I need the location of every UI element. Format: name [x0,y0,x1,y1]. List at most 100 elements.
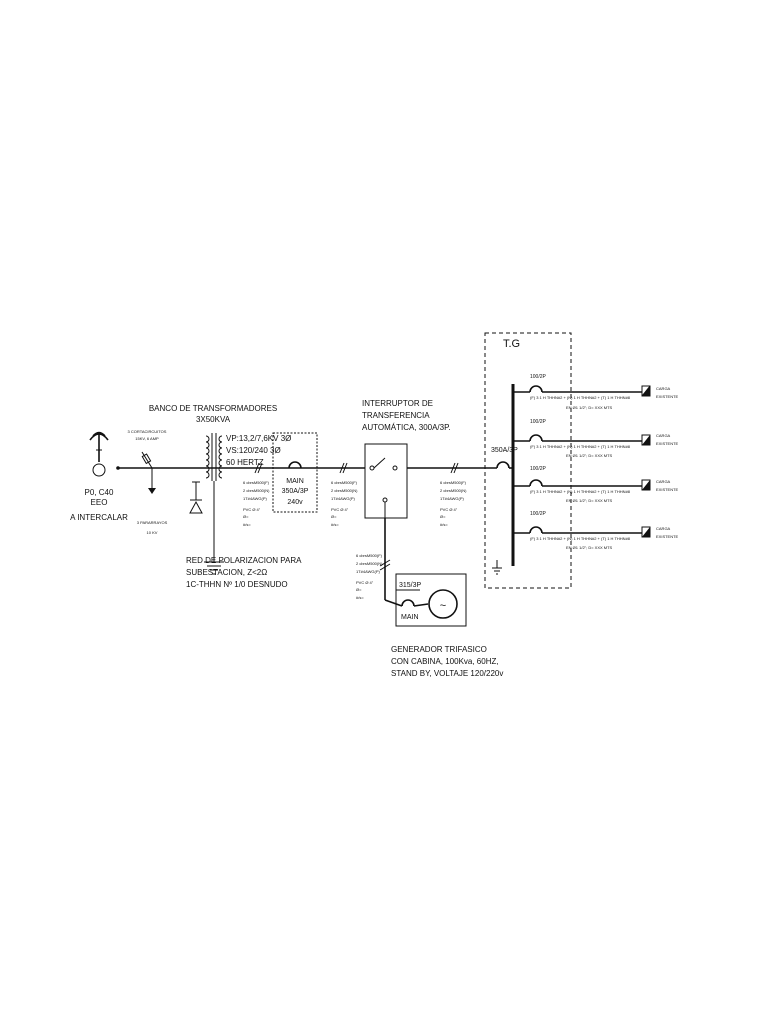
svg-text:PVC Ø 4": PVC Ø 4" [440,507,458,512]
branch-circuit-4: 100/2P (F) 3 1 H THHN#2 + (N) 1 H THHN#2… [513,511,679,550]
generator-main-label: MAIN [401,614,419,621]
panel-ground-symbol [492,560,502,575]
generator-symbol-glyph: ~ [440,600,446,612]
grounding-electrode-symbol [189,481,203,514]
main-breaker-label-line2: 350A/3P [282,488,309,495]
svg-text:1T#4AWG(P): 1T#4AWG(P) [331,496,356,501]
svg-text:1T#4AWG(P): 1T#4AWG(P) [440,496,465,501]
branch-breaker-label: 100/2P [530,374,547,380]
source-pole-label-line3: A INTERCALAR [70,513,128,522]
generator-label-line1: GENERADOR TRIFASICO [391,645,487,654]
main-breaker-label-line1: MAIN [286,478,304,485]
transformer-spec-primary: VP:13,2/7,6KV 3Ø [226,434,291,443]
cutouts-label-line1: 3 CORTACIRCUITOS [128,429,167,434]
transfer-switch-label-line3: AUTOMÁTICA, 300A/3P. [362,423,451,432]
svg-text:Ø=: Ø= [331,514,337,519]
svg-text:2 cbrsM500(N): 2 cbrsM500(N) [440,488,467,493]
load-label-line1: CARGA [656,526,671,531]
main-breaker-symbol [288,461,302,469]
branch-cable-line2: EN Ø1 1/2"; D= XXX MTS [566,498,613,503]
svg-text:1T#4AWG(P): 1T#4AWG(P) [243,496,268,501]
svg-text:6 cbrsM500(F): 6 cbrsM500(F) [356,553,383,558]
branch-cable-line2: EN Ø1 1/2"; D= XXX MTS [566,453,613,458]
generator-enclosure [395,573,467,627]
svg-text:PVC Ø 4": PVC Ø 4" [243,507,261,512]
svg-text:Ø=: Ø= [243,514,249,519]
panel-main-breaker-symbol [496,461,513,469]
panel-enclosure [484,332,572,589]
transfer-switch-box [364,443,408,519]
branch-cable-line2: EN Ø1 1/2"; D= XXX MTS [566,405,613,410]
svg-text:Ø=: Ø= [440,514,446,519]
generator-breaker-label: 315/3P [399,582,422,589]
branch-cable-line1: (F) 3 1 H THHN#2 + (N) 1 H THHN#2 + (T) … [530,395,631,400]
fuse-cutout-symbol [141,451,153,469]
main-breaker-enclosure [272,432,318,513]
conductor-ticks-4 [379,559,391,571]
branch-cable-line1: (F) 3 1 H THHN#2 + (N) 1 H THHN#2 + (T) … [530,536,631,541]
conductor-label-3: 6 cbrsM500(F) 2 cbrsM500(N) 1T#4AWG(P) P… [440,480,467,527]
branch-circuit-1: 100/2P (F) 3 1 H THHN#2 + (N) 1 H THHN#2… [513,374,679,410]
svg-text:#/s=: #/s= [243,522,251,527]
generator-label-line3: STAND BY, VOLTAJE 120/220v [391,669,503,678]
transformer-symbol [205,433,223,562]
svg-text:6 cbrsM500(F): 6 cbrsM500(F) [331,480,358,485]
conductor-label-1: 6 cbrsM500(F) 2 cbrsM500(N) 1T#4AWG(P) P… [243,480,270,527]
svg-text:PVC Ø 4": PVC Ø 4" [356,580,374,585]
load-label-line1: CARGA [656,479,671,484]
svg-text:#/s=: #/s= [440,522,448,527]
grounding-label-line3: 1C-THHN Nº 1/0 DESNUDO [186,580,288,589]
conductor-ticks-2 [339,462,348,474]
transformer-spec-secondary: VS:120/240 3Ø [226,446,281,455]
transfer-switch-label-line1: INTERRUPTOR DE [362,399,433,408]
branch-circuit-2: 100/2P (F) 3 1 H THHN#2 + (N) 1 H THHN#2… [513,419,679,458]
panel-title: T.G [503,338,520,350]
branch-breaker-label: 100/2P [530,511,547,517]
transformer-bank-title-line1: BANCO DE TRANSFORMADORES [149,404,277,413]
panel-main-breaker-label: 350A/3P [491,447,518,454]
svg-text:#/s=: #/s= [331,522,339,527]
arresters-label-line1: 3 PARARRAYOS [137,520,168,525]
svg-text:PVC Ø 4": PVC Ø 4" [331,507,349,512]
source-pole-label-line1: P0, C40 [85,488,114,497]
cutouts-label-line2: 15KV, 6 AMP [135,436,159,441]
branch-circuit-3: 100/2P (F) 3 1 H THHN#2 + (N) 1 H THHN#2… [513,466,679,503]
branch-cable-line2: EN Ø1 1/2"; D= XXX MTS [566,545,613,550]
svg-text:6 cbrsM500(F): 6 cbrsM500(F) [440,480,467,485]
branch-cable-line1: (F) 3 1 H THHN#2 + (N) 1 H THHN#2 + (T) … [530,489,631,494]
svg-text:Ø=: Ø= [356,587,362,592]
grounding-label-line2: SUBESTACION, Z<2Ω [186,568,267,577]
load-label-line1: CARGA [656,386,671,391]
main-breaker-label-line3: 240v [287,499,303,506]
grounding-label-line1: RED DE POLARIZACION PARA [186,556,302,565]
conductor-label-2: 6 cbrsM500(F) 2 cbrsM500(N) 1T#4AWG(P) P… [331,480,358,527]
conductor-ticks-3 [450,462,459,474]
branch-breaker-label: 100/2P [530,466,547,472]
svg-text:6 cbrsM500(F): 6 cbrsM500(F) [243,480,270,485]
load-label-line2: EXISTENTE [656,534,679,539]
load-label-line2: EXISTENTE [656,441,679,446]
svg-text:#/s=: #/s= [356,595,364,600]
conductor-ticks-1 [254,462,263,474]
transformer-bank-title-line2: 3X50KVA [196,415,231,424]
generator-label-line2: CON CABINA, 100Kva, 60HZ, [391,657,499,666]
generator-breaker-symbol [384,599,429,607]
surge-arrester-symbol [148,468,156,494]
arresters-label-line2: 10 KV [147,530,158,535]
ground-symbol [204,561,224,575]
load-label-line2: EXISTENTE [656,487,679,492]
svg-text:1T#4AWG(P): 1T#4AWG(P) [356,569,381,574]
branch-breaker-label: 100/2P [530,419,547,425]
svg-text:2 cbrsM500(N): 2 cbrsM500(N) [356,561,383,566]
transfer-switch-contacts [369,457,398,518]
utility-pole-symbol [89,431,109,477]
load-label-line2: EXISTENTE [656,394,679,399]
conductor-label-4: 6 cbrsM500(F) 2 cbrsM500(N) 1T#4AWG(P) P… [356,553,383,600]
branch-cable-line1: (F) 3 1 H THHN#2 + (N) 1 H THHN#2 + (T) … [530,444,631,449]
generator-icon [428,589,458,619]
svg-text:2 cbrsM500(N): 2 cbrsM500(N) [243,488,270,493]
svg-text:2 cbrsM500(N): 2 cbrsM500(N) [331,488,358,493]
source-pole-label-line2: EEO [91,498,108,507]
